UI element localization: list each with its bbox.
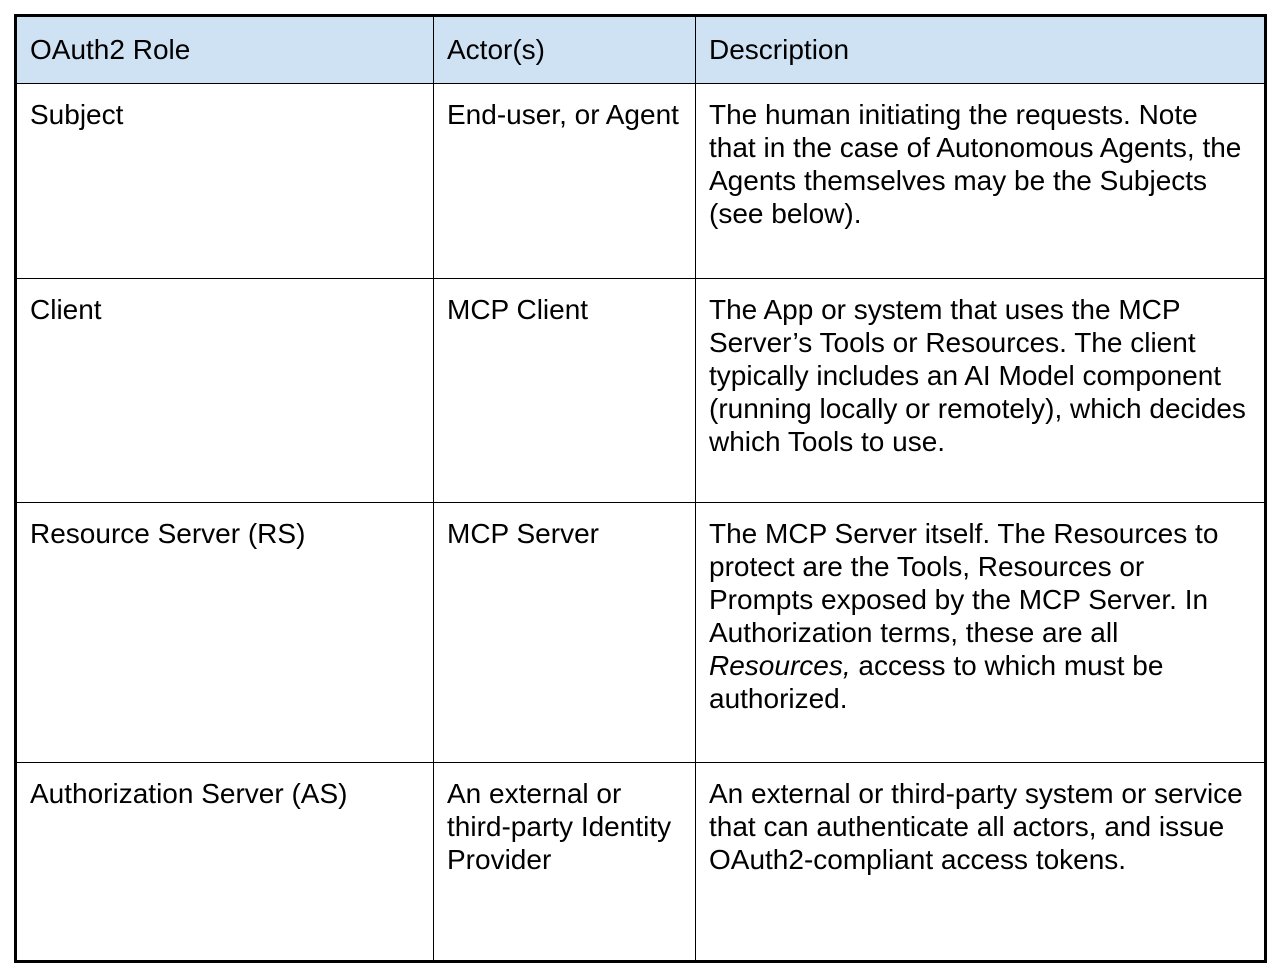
cell-actors-authorization-server: An external or third-party Identity Prov… bbox=[433, 762, 696, 962]
cell-role-client: Client bbox=[15, 278, 434, 503]
cell-description-client: The App or system that uses the MCP Serv… bbox=[695, 278, 1266, 503]
description-text-italic: Resources, bbox=[709, 650, 851, 681]
cell-actors-subject: End-user, or Agent bbox=[433, 83, 696, 279]
table-header-row: OAuth2 Role Actor(s) Description bbox=[15, 15, 1266, 84]
cell-description-resource-server: The MCP Server itself. The Resources to … bbox=[695, 502, 1266, 763]
cell-actors-resource-server: MCP Server bbox=[433, 502, 696, 763]
oauth2-roles-table: OAuth2 Role Actor(s) Description Subject… bbox=[14, 14, 1267, 963]
cell-description-authorization-server: An external or third-party system or ser… bbox=[695, 762, 1266, 962]
column-header-description: Description bbox=[695, 15, 1266, 84]
cell-role-resource-server: Resource Server (RS) bbox=[15, 502, 434, 763]
table-row-resource-server: Resource Server (RS) MCP Server The MCP … bbox=[15, 502, 1266, 763]
cell-role-subject: Subject bbox=[15, 83, 434, 279]
table-row-client: Client MCP Client The App or system that… bbox=[15, 278, 1266, 503]
column-header-actors: Actor(s) bbox=[433, 15, 696, 84]
cell-actors-client: MCP Client bbox=[433, 278, 696, 503]
column-header-oauth2-role: OAuth2 Role bbox=[15, 15, 434, 84]
cell-description-subject: The human initiating the requests. Note … bbox=[695, 83, 1266, 279]
description-text-prefix: The MCP Server itself. The Resources to … bbox=[709, 518, 1219, 648]
table-row-subject: Subject End-user, or Agent The human ini… bbox=[15, 83, 1266, 279]
description-text-suffix: access to which must be authorized. bbox=[709, 650, 1164, 714]
table-row-authorization-server: Authorization Server (AS) An external or… bbox=[15, 762, 1266, 962]
cell-role-authorization-server: Authorization Server (AS) bbox=[15, 762, 434, 962]
